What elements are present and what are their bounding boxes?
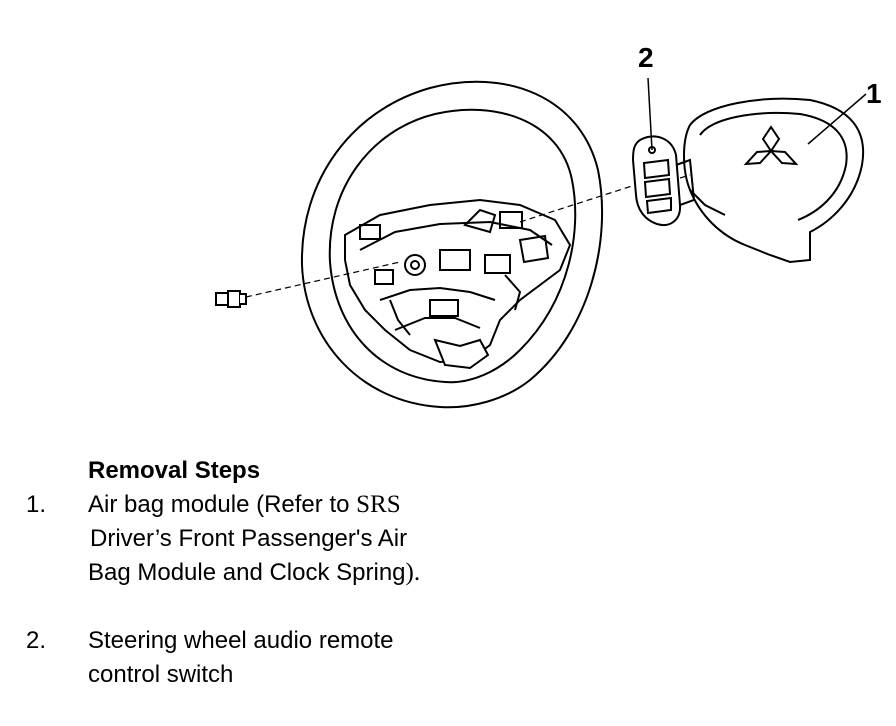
steering-wheel bbox=[300, 80, 604, 409]
step-text-part: Air bag module (Refer to bbox=[88, 491, 357, 518]
audio-remote-control-switch bbox=[631, 135, 696, 226]
callout-label-2: 2 bbox=[638, 42, 654, 73]
callout-leaders bbox=[647, 77, 867, 151]
step-text: Steering wheel audio remote bbox=[88, 627, 394, 654]
step-text-end: ). bbox=[405, 559, 421, 586]
srs-reference: SRS bbox=[356, 491, 401, 518]
air-bag-module bbox=[683, 97, 865, 264]
step-number: 2. bbox=[26, 627, 47, 654]
step-text: Air bag module (Refer to SRS bbox=[88, 488, 401, 522]
steering-wheel-exploded-diagram bbox=[215, 77, 867, 409]
removal-steps-title: Removal Steps bbox=[88, 457, 261, 484]
step-text-line-2: Driver’s Front Passenger's Air bbox=[90, 525, 408, 552]
bolt bbox=[215, 290, 247, 308]
step-text-line-3: Bag Module and Clock Spring). bbox=[88, 556, 420, 590]
step-text-part: Bag Module and Clock Spring bbox=[88, 559, 406, 586]
callout-label-1: 1 bbox=[866, 78, 882, 109]
step-number: 1. bbox=[26, 491, 47, 518]
step-text-line-2: control switch bbox=[88, 661, 234, 688]
assembly-lines bbox=[245, 174, 691, 298]
